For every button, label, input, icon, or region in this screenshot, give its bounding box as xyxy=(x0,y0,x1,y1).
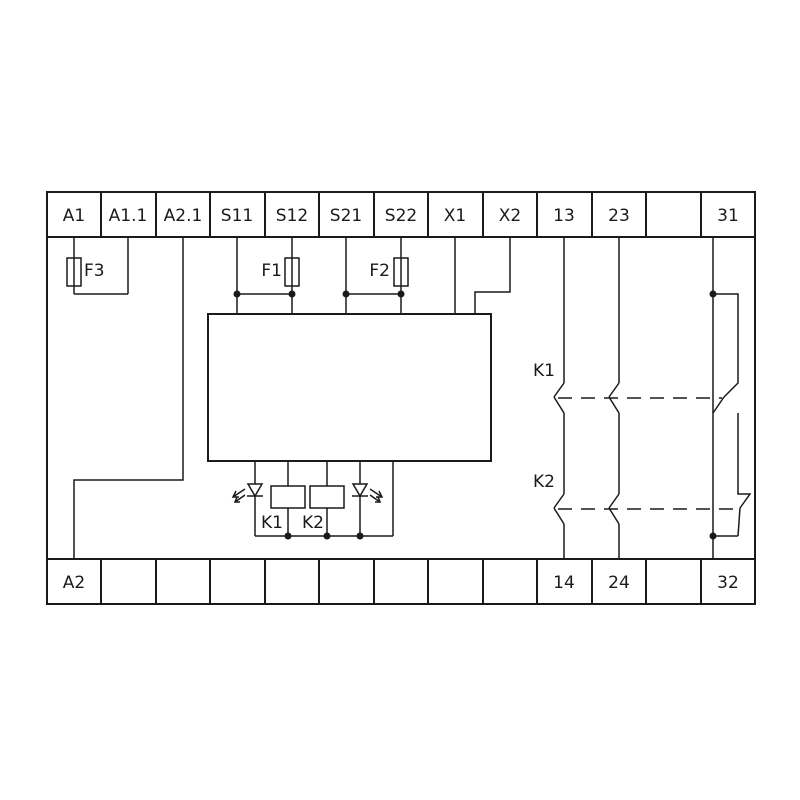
terminal-dividers xyxy=(100,192,702,604)
top-terminal-labels: A1 A1.1 A2.1 S11 S12 S21 S22 X1 X2 13 23… xyxy=(63,206,739,226)
fuse-f2-label: F2 xyxy=(369,261,390,281)
contact-k1-label: K1 xyxy=(533,361,555,381)
terminal-x1: X1 xyxy=(444,206,466,226)
led-right-icon xyxy=(351,483,384,536)
fuse-f3-circuit: F3 xyxy=(66,237,129,295)
terminal-s21: S21 xyxy=(330,206,362,226)
fuse-f1-label: F1 xyxy=(261,261,282,281)
terminal-s11: S11 xyxy=(221,206,253,226)
terminal-13: 13 xyxy=(553,206,575,226)
terminal-x2: X2 xyxy=(499,206,521,226)
terminal-32: 32 xyxy=(717,573,739,593)
terminal-s22: S22 xyxy=(385,206,417,226)
terminal-a1-1: A1.1 xyxy=(109,206,148,226)
terminal-31: 31 xyxy=(717,206,739,226)
relay-coil-section: K1 K2 xyxy=(231,461,394,540)
terminal-23: 23 xyxy=(608,206,630,226)
terminal-14: 14 xyxy=(553,573,575,593)
terminal-a1: A1 xyxy=(63,206,85,226)
device-frame xyxy=(46,191,756,605)
relay-coil-k2 xyxy=(309,485,345,509)
control-module xyxy=(207,313,492,462)
led-left-icon xyxy=(231,483,264,536)
a2-wire xyxy=(73,237,184,559)
fuse-f1-circuit: F1 xyxy=(233,237,300,314)
output-contacts: K1 K2 xyxy=(533,237,752,559)
terminal-a2-1: A2.1 xyxy=(164,206,203,226)
terminal-24: 24 xyxy=(608,573,630,593)
terminal-s12: S12 xyxy=(276,206,308,226)
relay-k1-label: K1 xyxy=(261,513,283,533)
bottom-terminal-labels: A2 14 24 32 xyxy=(63,573,739,593)
contact-k2-label: K2 xyxy=(533,472,555,492)
relay-k2-label: K2 xyxy=(302,513,324,533)
fuse-f3-label: F3 xyxy=(84,261,105,281)
relay-coil-k1 xyxy=(270,485,306,509)
terminal-a2: A2 xyxy=(63,573,85,593)
fuse-f2-circuit: F2 xyxy=(342,237,409,314)
x2-wire xyxy=(474,237,511,314)
